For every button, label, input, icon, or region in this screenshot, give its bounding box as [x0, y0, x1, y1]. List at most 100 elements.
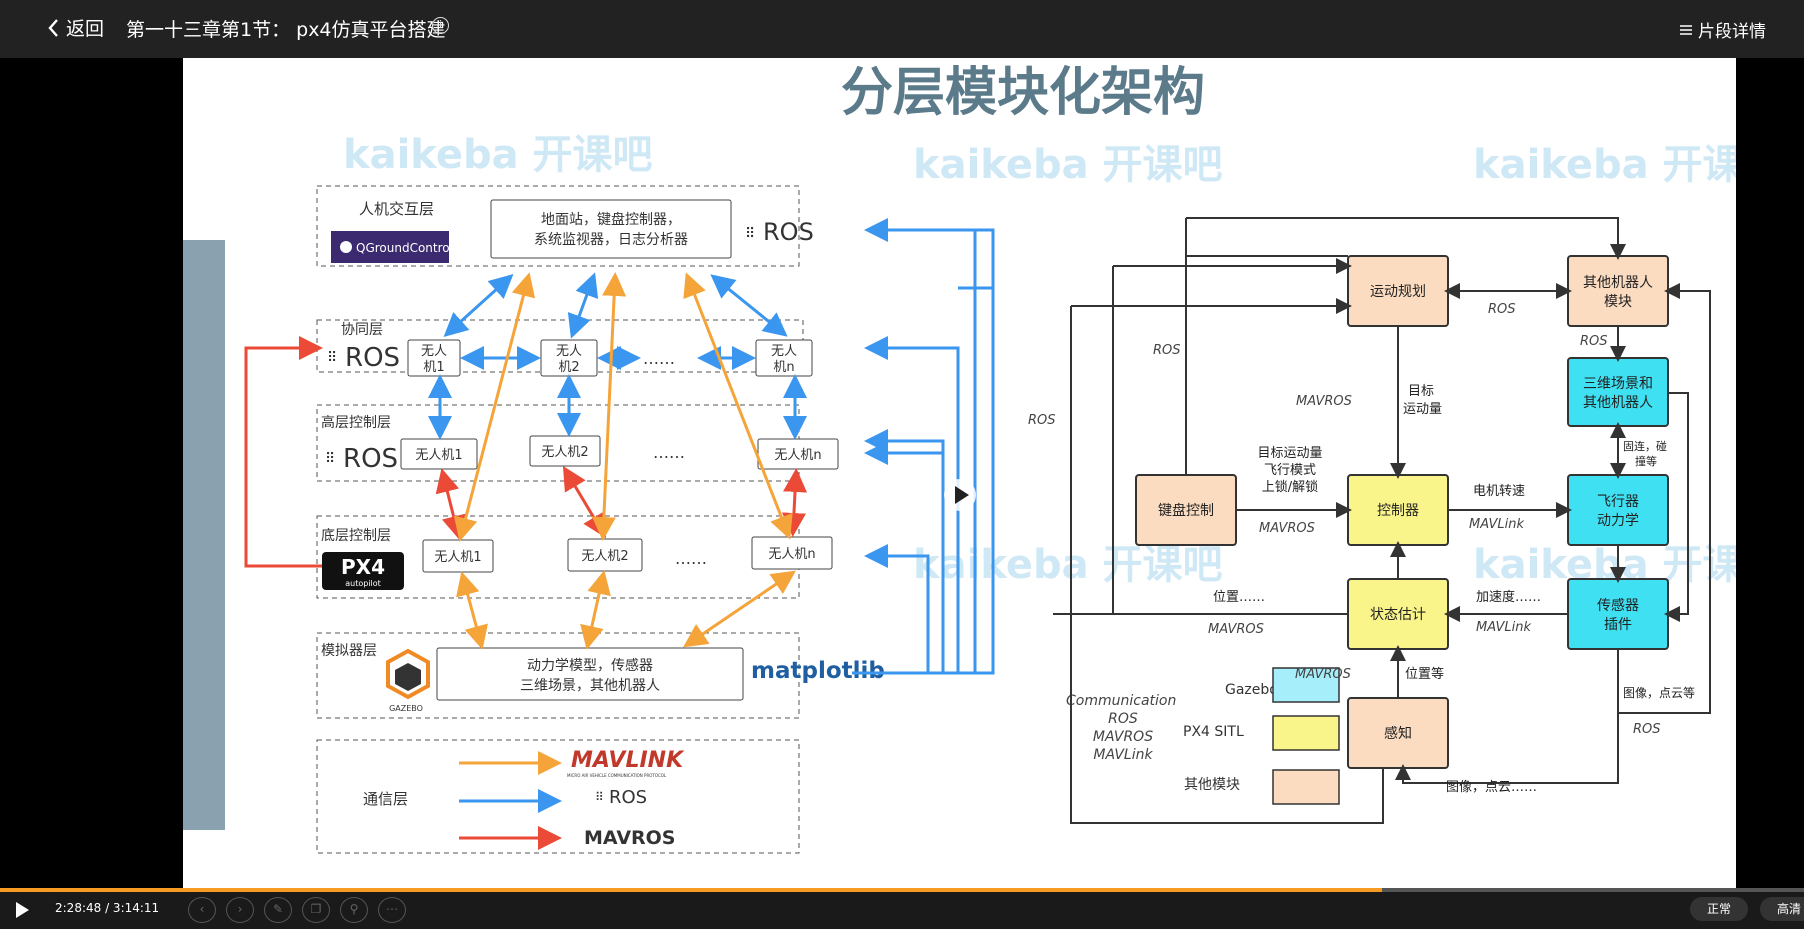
slide-diagram: 分层模块化架构 kaikeba 开课吧 kaikeba 开课吧 kaikeba …: [183, 63, 1783, 854]
ros-logo: ROS: [609, 787, 647, 808]
other-robot-block: [1567, 255, 1669, 327]
ellipsis: ……: [643, 349, 675, 368]
matplotlib-logo: matplotlib: [751, 658, 885, 684]
blue-bus: [852, 218, 995, 675]
sensor-l1: 传感器: [1597, 597, 1639, 614]
right-arrows: [1053, 217, 1711, 824]
uav-l2: 机1: [423, 360, 444, 375]
label-ros: ROS: [1580, 334, 1608, 349]
label-pos-etc: 位置等: [1405, 666, 1444, 682]
label-kb-l2: 飞行模式: [1264, 463, 1316, 478]
legend-gazebo-label: Gazebo: [1225, 682, 1278, 698]
sim-label: 模拟器层: [321, 643, 377, 659]
info-icon[interactable]: i: [432, 17, 449, 34]
label-img-pc2: 图像，点云……: [1446, 780, 1537, 795]
search-icon[interactable]: ⚲: [340, 897, 368, 923]
legend-px4-label: PX4 SITL: [1183, 724, 1244, 740]
ros-logo: ROS: [343, 444, 398, 474]
gazebo-text: GAZEBO: [389, 704, 423, 713]
high-label: 高层控制层: [321, 414, 391, 431]
orange-arrow: [591, 272, 627, 541]
legend-other-swatch: [1272, 769, 1340, 805]
scene-l2: 其他机器人: [1583, 395, 1653, 411]
copy-icon[interactable]: ❐: [302, 897, 330, 923]
blue-arrow: [443, 273, 514, 338]
play-overlay-icon: [955, 486, 969, 504]
hci-label: 人机交互层: [359, 200, 434, 218]
uav-label: 无人机n: [768, 547, 815, 562]
ellipsis: ……: [653, 443, 685, 462]
label-mavlink: MAVLink: [1469, 517, 1524, 532]
uav-l1: 无人: [421, 344, 447, 359]
player-controls: 2:28:48 / 3:14:11 ‹ › ✎ ❐ ⚲ ⋯ 正常 高清: [0, 888, 1804, 929]
label-ros: ROS: [1633, 722, 1661, 737]
mavlink-logo: MAVLINK: [571, 748, 685, 773]
label-ros: ROS: [1028, 413, 1056, 428]
comm-title: Communication: [1066, 693, 1176, 709]
ellipsis: ……: [675, 549, 707, 568]
qgc-text: QGroundControl: [356, 241, 453, 255]
label-motor: 电机转速: [1473, 484, 1525, 499]
keyboard-label: 键盘控制: [1158, 502, 1214, 519]
blue-arrow: [710, 274, 788, 337]
state-est-label: 状态估计: [1370, 607, 1426, 623]
gcs-box: [490, 199, 732, 259]
scene-block: [1567, 357, 1669, 427]
comm-mavros: MAVROS: [1093, 729, 1153, 745]
next-icon[interactable]: ›: [226, 897, 254, 923]
orange-arrow: [580, 570, 611, 650]
label-img-pc: 图像，点云等: [1623, 686, 1695, 700]
uav-l1: 无人: [556, 344, 582, 359]
label-target-l2: 运动量: [1403, 402, 1442, 417]
flight-block: [1567, 474, 1669, 546]
qgc-logo-mark: [340, 241, 352, 253]
uav-label: 无人机2: [581, 549, 628, 564]
label-mavros: MAVROS: [1296, 394, 1352, 409]
watermark: kaikeba 开课吧: [913, 542, 1223, 588]
left-diagram: 人机交互层 QGroundControl 地面站，键盘控制器， 系统监视器，日志…: [244, 185, 995, 854]
progress-bar[interactable]: [0, 888, 1804, 892]
slide-heading: 分层模块化架构: [841, 63, 1205, 123]
flight-l2: 动力学: [1597, 513, 1639, 529]
speed-button[interactable]: 正常: [1690, 897, 1748, 921]
label-mavros: MAVROS: [1295, 667, 1351, 682]
more-icon[interactable]: ⋯: [378, 897, 406, 923]
back-button[interactable]: 返回: [46, 14, 104, 41]
gcs-line1: 地面站，键盘控制器，: [541, 211, 681, 228]
ros-dots: ⠿: [595, 790, 604, 804]
time-display: 2:28:48 / 3:14:11: [55, 901, 160, 915]
sim-line1: 动力学模型，传感器: [527, 657, 653, 674]
low-label: 底层控制层: [321, 528, 391, 544]
label-fix-l2: 撞等: [1635, 454, 1657, 468]
segment-details-button[interactable]: 片段详情: [1679, 17, 1766, 42]
comm-label: 通信层: [363, 790, 408, 808]
motion-plan-label: 运动规划: [1370, 284, 1426, 300]
label-accel: 加速度……: [1476, 589, 1541, 605]
ros-logo: ROS: [763, 218, 814, 246]
watermark: kaikeba 开课吧: [913, 142, 1223, 188]
label-target-l1: 目标: [1408, 384, 1434, 399]
play-icon[interactable]: [16, 902, 29, 918]
label-kb-l1: 目标运动量: [1257, 446, 1322, 461]
list-icon: [1680, 24, 1692, 35]
label-mavros: MAVROS: [1259, 521, 1315, 536]
label-ros: ROS: [1153, 343, 1181, 358]
chevron-left-icon: [48, 18, 58, 37]
label-mavlink: MAVLink: [1476, 620, 1531, 635]
other-robot-l2: 模块: [1604, 294, 1632, 310]
blue-arrow: [567, 272, 599, 339]
orange-arrow: [453, 272, 536, 542]
watermark: kaikeba 开课吧: [1473, 142, 1736, 188]
pen-icon[interactable]: ✎: [264, 897, 292, 923]
comm-ros: ROS: [1108, 711, 1138, 727]
coop-label: 协同层: [341, 322, 383, 338]
controller-label: 控制器: [1377, 503, 1419, 519]
red-arrow: [562, 465, 607, 539]
ros-dots: ⠿: [745, 226, 755, 242]
sim-line2: 三维场景，其他机器人: [520, 678, 660, 694]
video-area[interactable]: 分层模块化架构 kaikeba 开课吧 kaikeba 开课吧 kaikeba …: [0, 58, 1804, 888]
quality-button[interactable]: 高清: [1760, 897, 1804, 921]
red-side-arrow: [244, 336, 323, 568]
flight-l1: 飞行器: [1597, 494, 1639, 510]
prev-icon[interactable]: ‹: [188, 897, 216, 923]
